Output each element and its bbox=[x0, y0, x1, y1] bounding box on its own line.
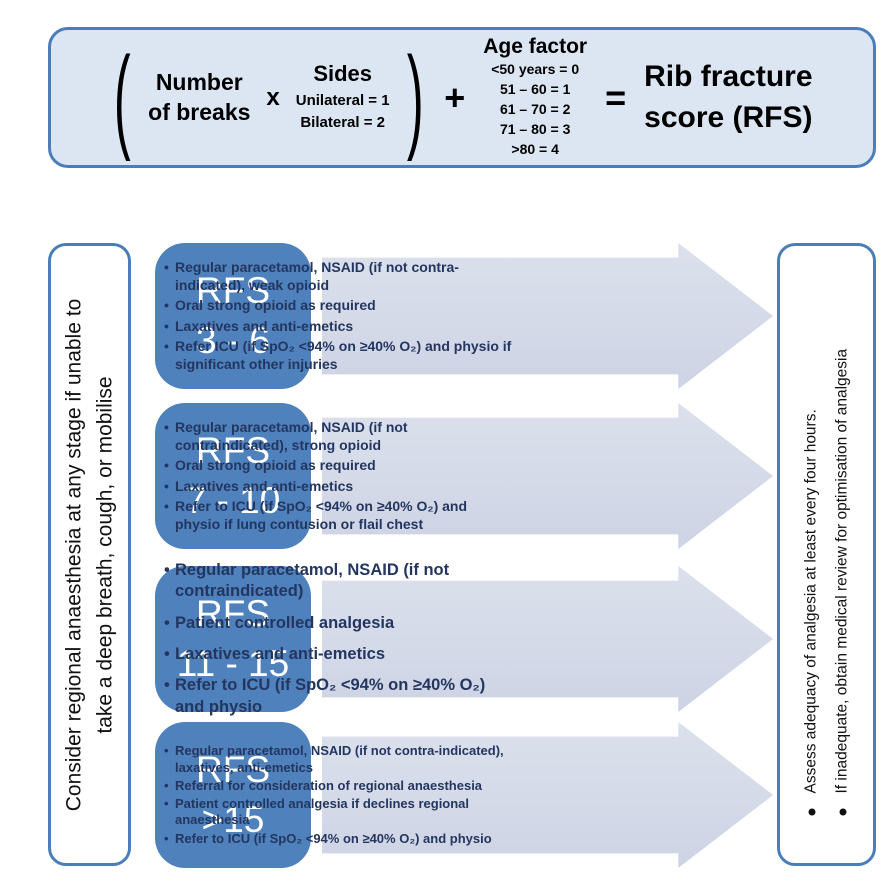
age-line-1: <50 years = 0 bbox=[491, 61, 580, 78]
right-note-text-2: If inadequate, obtain medical review for… bbox=[833, 348, 850, 793]
treatment-item: Regular paracetamol, NSAID (if not contr… bbox=[164, 560, 512, 603]
rib-fracture-score-label: Rib fracture score (RFS) bbox=[644, 57, 812, 138]
regional-anaesthesia-note-text: Consider regional anaesthesia at any sta… bbox=[51, 250, 128, 860]
treatment-item: Refer to ICU (if SpO₂ <94% on ≥40% O₂) a… bbox=[164, 675, 512, 718]
multiply-operator: x bbox=[266, 83, 280, 111]
rfs-row-gt15: RFS >15 Regular paracetamol, NSAID (if n… bbox=[155, 722, 773, 868]
age-line-3: 61 – 70 = 2 bbox=[499, 101, 571, 118]
treatment-list-gt15: Regular paracetamol, NSAID (if not contr… bbox=[164, 737, 512, 853]
number-line-1: Number bbox=[155, 68, 243, 95]
age-line-5: >80 = 4 bbox=[511, 140, 559, 157]
treatment-item: Refer to ICU (if SpO₂ <94% on ≥40% O₂) a… bbox=[164, 831, 512, 848]
analgesia-review-note-box: Assess adequacy of analgesia at least ev… bbox=[777, 243, 876, 866]
treatment-item: Referral for consideration of regional a… bbox=[164, 778, 512, 795]
open-paren: ( bbox=[114, 31, 132, 162]
number-line-2: of breaks bbox=[148, 98, 251, 125]
treatment-item: Refer ICU (if SpO₂ <94% on ≥40% O₂) and … bbox=[164, 338, 512, 373]
sides-label: Sides Unilateral = 1 Bilateral = 2 bbox=[296, 61, 390, 135]
right-note-text-1: Assess adequacy of analgesia at least ev… bbox=[802, 408, 819, 793]
regional-anaesthesia-note-box: Consider regional anaesthesia at any sta… bbox=[48, 243, 131, 866]
left-note-line-2: take a deep breath, cough, or mobilise bbox=[92, 375, 116, 734]
result-line-1: Rib fracture bbox=[644, 60, 813, 93]
right-note-line-2: If inadequate, obtain medical review for… bbox=[833, 252, 851, 857]
age-line-4: 71 – 80 = 3 bbox=[499, 120, 571, 137]
treatment-list-11-15: Regular paracetamol, NSAID (if not contr… bbox=[164, 560, 512, 716]
age-factor-title: Age factor bbox=[483, 35, 588, 59]
result-line-2: score (RFS) bbox=[644, 100, 813, 134]
age-line-2: 51 – 60 = 1 bbox=[499, 81, 571, 98]
treatment-item: Regular paracetamol, NSAID (if not contr… bbox=[164, 259, 512, 294]
rfs-row-3-6: RFS 3 - 6 Regular paracetamol, NSAID (if… bbox=[155, 243, 773, 389]
formula-box: ( Number of breaks x Sides Unilateral = … bbox=[48, 27, 876, 168]
treatment-item: Regular paracetamol, NSAID (if not contr… bbox=[164, 743, 512, 776]
sides-title: Sides bbox=[313, 60, 373, 86]
treatment-item: Patient controlled analgesia if declines… bbox=[164, 796, 512, 829]
left-note-line-1: Consider regional anaesthesia at any sta… bbox=[62, 298, 86, 811]
number-of-breaks-label: Number of breaks bbox=[148, 68, 250, 128]
treatment-item: Patient controlled analgesia bbox=[164, 613, 512, 635]
rfs-row-7-10: RFS 7 - 10 Regular paracetamol, NSAID (i… bbox=[155, 403, 773, 549]
sides-unilateral: Unilateral = 1 bbox=[295, 91, 390, 109]
treatment-list-7-10: Regular paracetamol, NSAID (if not contr… bbox=[164, 418, 512, 534]
bullet-dot-icon bbox=[807, 808, 815, 815]
treatment-item: Refer to ICU (if SpO₂ <94% on ≥40% O₂) a… bbox=[164, 498, 512, 533]
treatment-item: Laxatives and anti-emetics bbox=[164, 478, 512, 496]
equals-operator: = bbox=[605, 76, 627, 118]
right-note-line-1: Assess adequacy of analgesia at least ev… bbox=[802, 252, 820, 857]
treatment-item: Oral strong opioid as required bbox=[164, 457, 512, 475]
analgesia-review-note-text: Assess adequacy of analgesia at least ev… bbox=[780, 252, 873, 857]
treatment-item: Laxatives and anti-emetics bbox=[164, 644, 512, 666]
sides-bilateral: Bilateral = 2 bbox=[300, 114, 385, 131]
bullet-dot-icon bbox=[838, 808, 846, 815]
rfs-row-11-15: RFS 11 - 15 Regular paracetamol, NSAID (… bbox=[155, 560, 773, 716]
treatment-item: Oral strong opioid as required bbox=[164, 297, 512, 315]
plus-operator: + bbox=[444, 76, 466, 118]
treatment-item: Regular paracetamol, NSAID (if not contr… bbox=[164, 419, 512, 454]
treatment-item: Laxatives and anti-emetics bbox=[164, 318, 512, 336]
treatment-list-3-6: Regular paracetamol, NSAID (if not contr… bbox=[164, 258, 512, 374]
close-paren: ) bbox=[406, 31, 424, 162]
age-factor-label: Age factor <50 years = 0 51 – 60 = 1 61 … bbox=[483, 35, 587, 159]
